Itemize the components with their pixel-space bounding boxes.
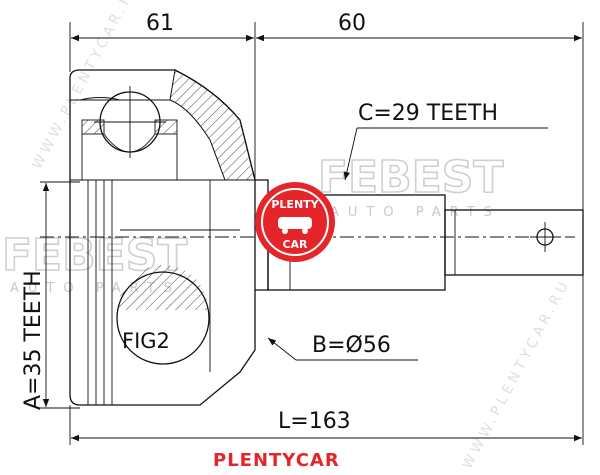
spline-c-callout: C=29 TEETH	[343, 101, 548, 181]
diameter-b-callout: B=Ø56	[267, 333, 418, 361]
svg-text:WWW.PLENTYCAR.RU: WWW.PLENTYCAR.RU	[29, 0, 143, 172]
svg-text:CAR: CAR	[282, 238, 308, 251]
svg-text:AUTO PARTS: AUTO PARTS	[330, 205, 501, 220]
svg-text:L=163: L=163	[278, 409, 351, 434]
dimension-60: 60	[256, 11, 582, 42]
fig2-detail-circle: FIG2	[116, 265, 210, 365]
svg-text:B=Ø56: B=Ø56	[312, 333, 391, 358]
plentycar-stamp: PLENTY CAR	[255, 182, 335, 262]
svg-text:61: 61	[146, 11, 174, 36]
svg-text:60: 60	[338, 11, 366, 36]
svg-text:WWW.PLENTYCAR.RU: WWW.PLENTYCAR.RU	[459, 276, 573, 472]
svg-text:C=29 TEETH: C=29 TEETH	[358, 101, 498, 126]
brand-label: PLENTYCAR	[213, 450, 340, 471]
svg-text:A=35 TEETH: A=35 TEETH	[21, 270, 46, 410]
svg-text:PLENTY: PLENTY	[271, 198, 319, 211]
outer-housing	[69, 69, 256, 406]
fig2-label: FIG2	[122, 329, 170, 353]
diagonal-watermark-right: WWW.PLENTYCAR.RU	[459, 276, 573, 472]
dimension-61: 61	[71, 11, 254, 42]
diagonal-watermark-left: WWW.PLENTYCAR.RU	[29, 0, 143, 172]
dimension-l: L=163	[69, 275, 584, 445]
spline-a-dimension: A=35 TEETH	[21, 181, 80, 410]
